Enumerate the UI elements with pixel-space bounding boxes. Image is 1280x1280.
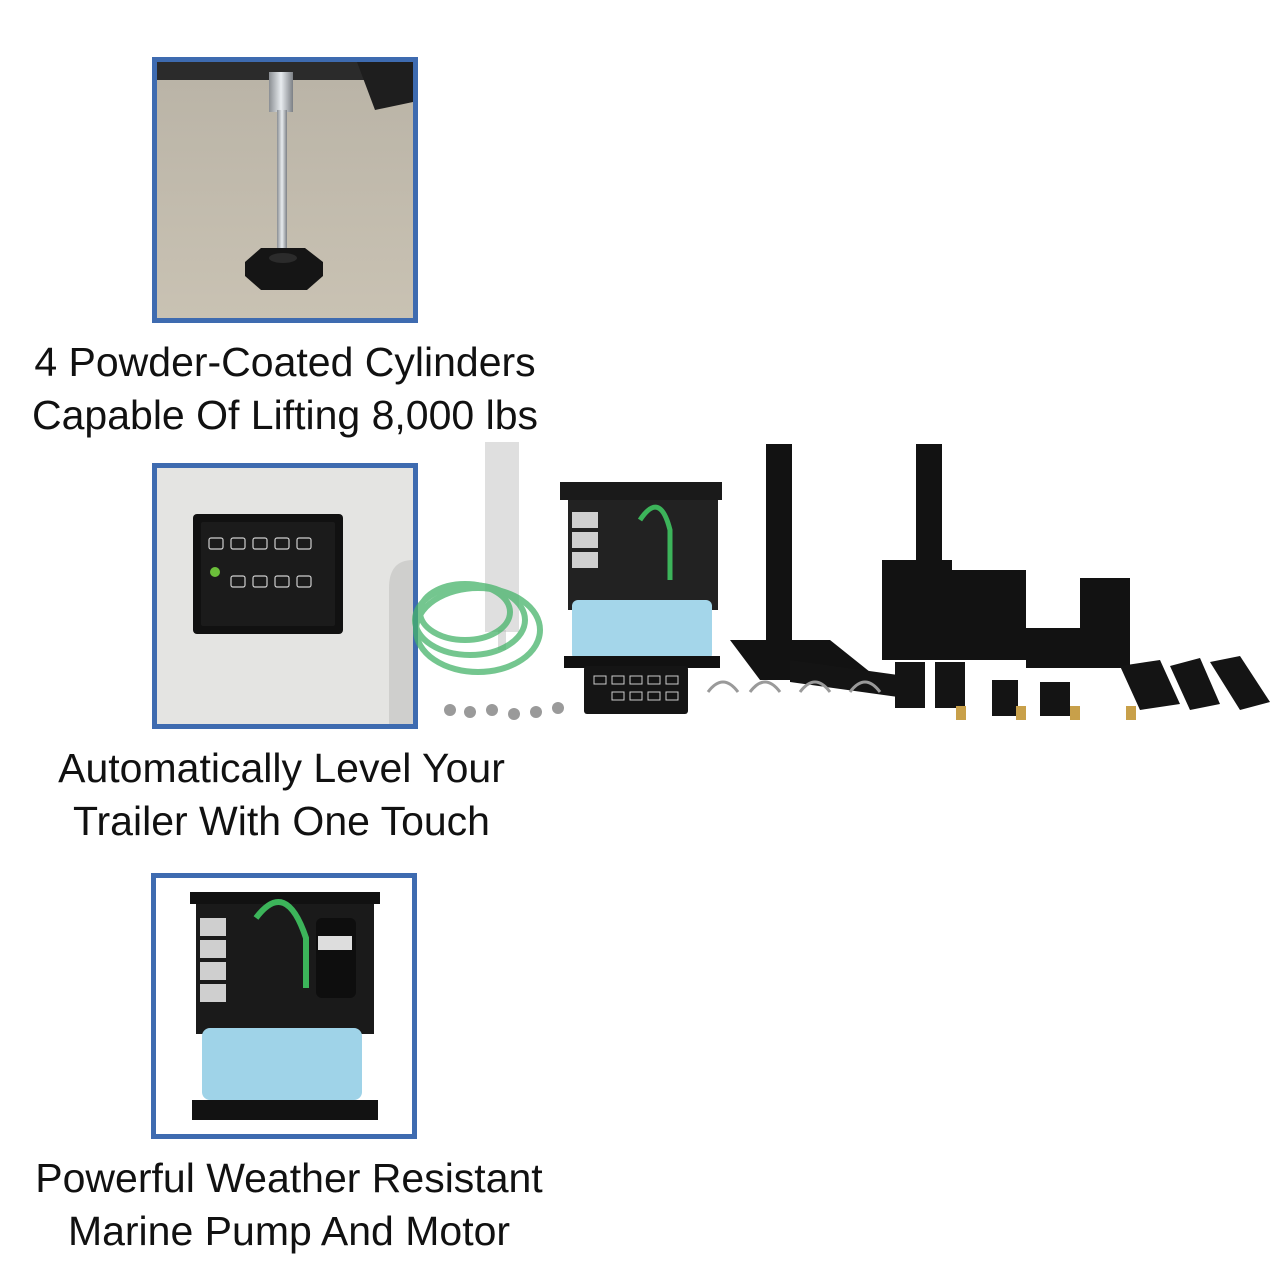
- caption-line-1: Automatically Level Your: [58, 745, 505, 791]
- caption-line-1: Powerful Weather Resistant: [35, 1155, 543, 1201]
- fittings-icon: [956, 706, 1136, 720]
- pump-motor-photo: [156, 878, 412, 1134]
- caption-line-2: Capable Of Lifting 8,000 lbs: [32, 392, 538, 438]
- bigfoot-logo-icon: [210, 567, 220, 577]
- cylinder-photo: [157, 62, 413, 318]
- feature-caption-auto-level: Automatically Level Your Trailer With On…: [0, 742, 563, 848]
- feature-caption-cylinders: 4 Powder-Coated Cylinders Capable Of Lif…: [0, 336, 570, 442]
- leveling-cylinders-icon: [730, 444, 1130, 680]
- hydraulic-hoses-icon: [412, 581, 543, 675]
- cylinder-photo-frame: [152, 57, 418, 323]
- touch-panel-buttons-icon: [208, 537, 312, 588]
- pump-motor-photo-frame: [151, 873, 417, 1139]
- caption-line-1: 4 Powder-Coated Cylinders: [34, 339, 536, 385]
- touch-panel-photo-frame: [152, 463, 418, 729]
- feature-caption-pump: Powerful Weather Resistant Marine Pump A…: [0, 1152, 578, 1258]
- u-bolts-icon: [706, 680, 882, 693]
- caption-line-2: Trailer With One Touch: [73, 798, 490, 844]
- pump-unit-icon: [560, 482, 722, 668]
- touch-panel-photo: [157, 468, 413, 724]
- mounting-brackets-icon: [790, 656, 1270, 716]
- keypad-icon: [584, 666, 688, 714]
- hardware-icon: [444, 702, 564, 720]
- leveling-kit-product-photo: [320, 430, 1280, 760]
- caption-line-2: Marine Pump And Motor: [67, 1208, 511, 1254]
